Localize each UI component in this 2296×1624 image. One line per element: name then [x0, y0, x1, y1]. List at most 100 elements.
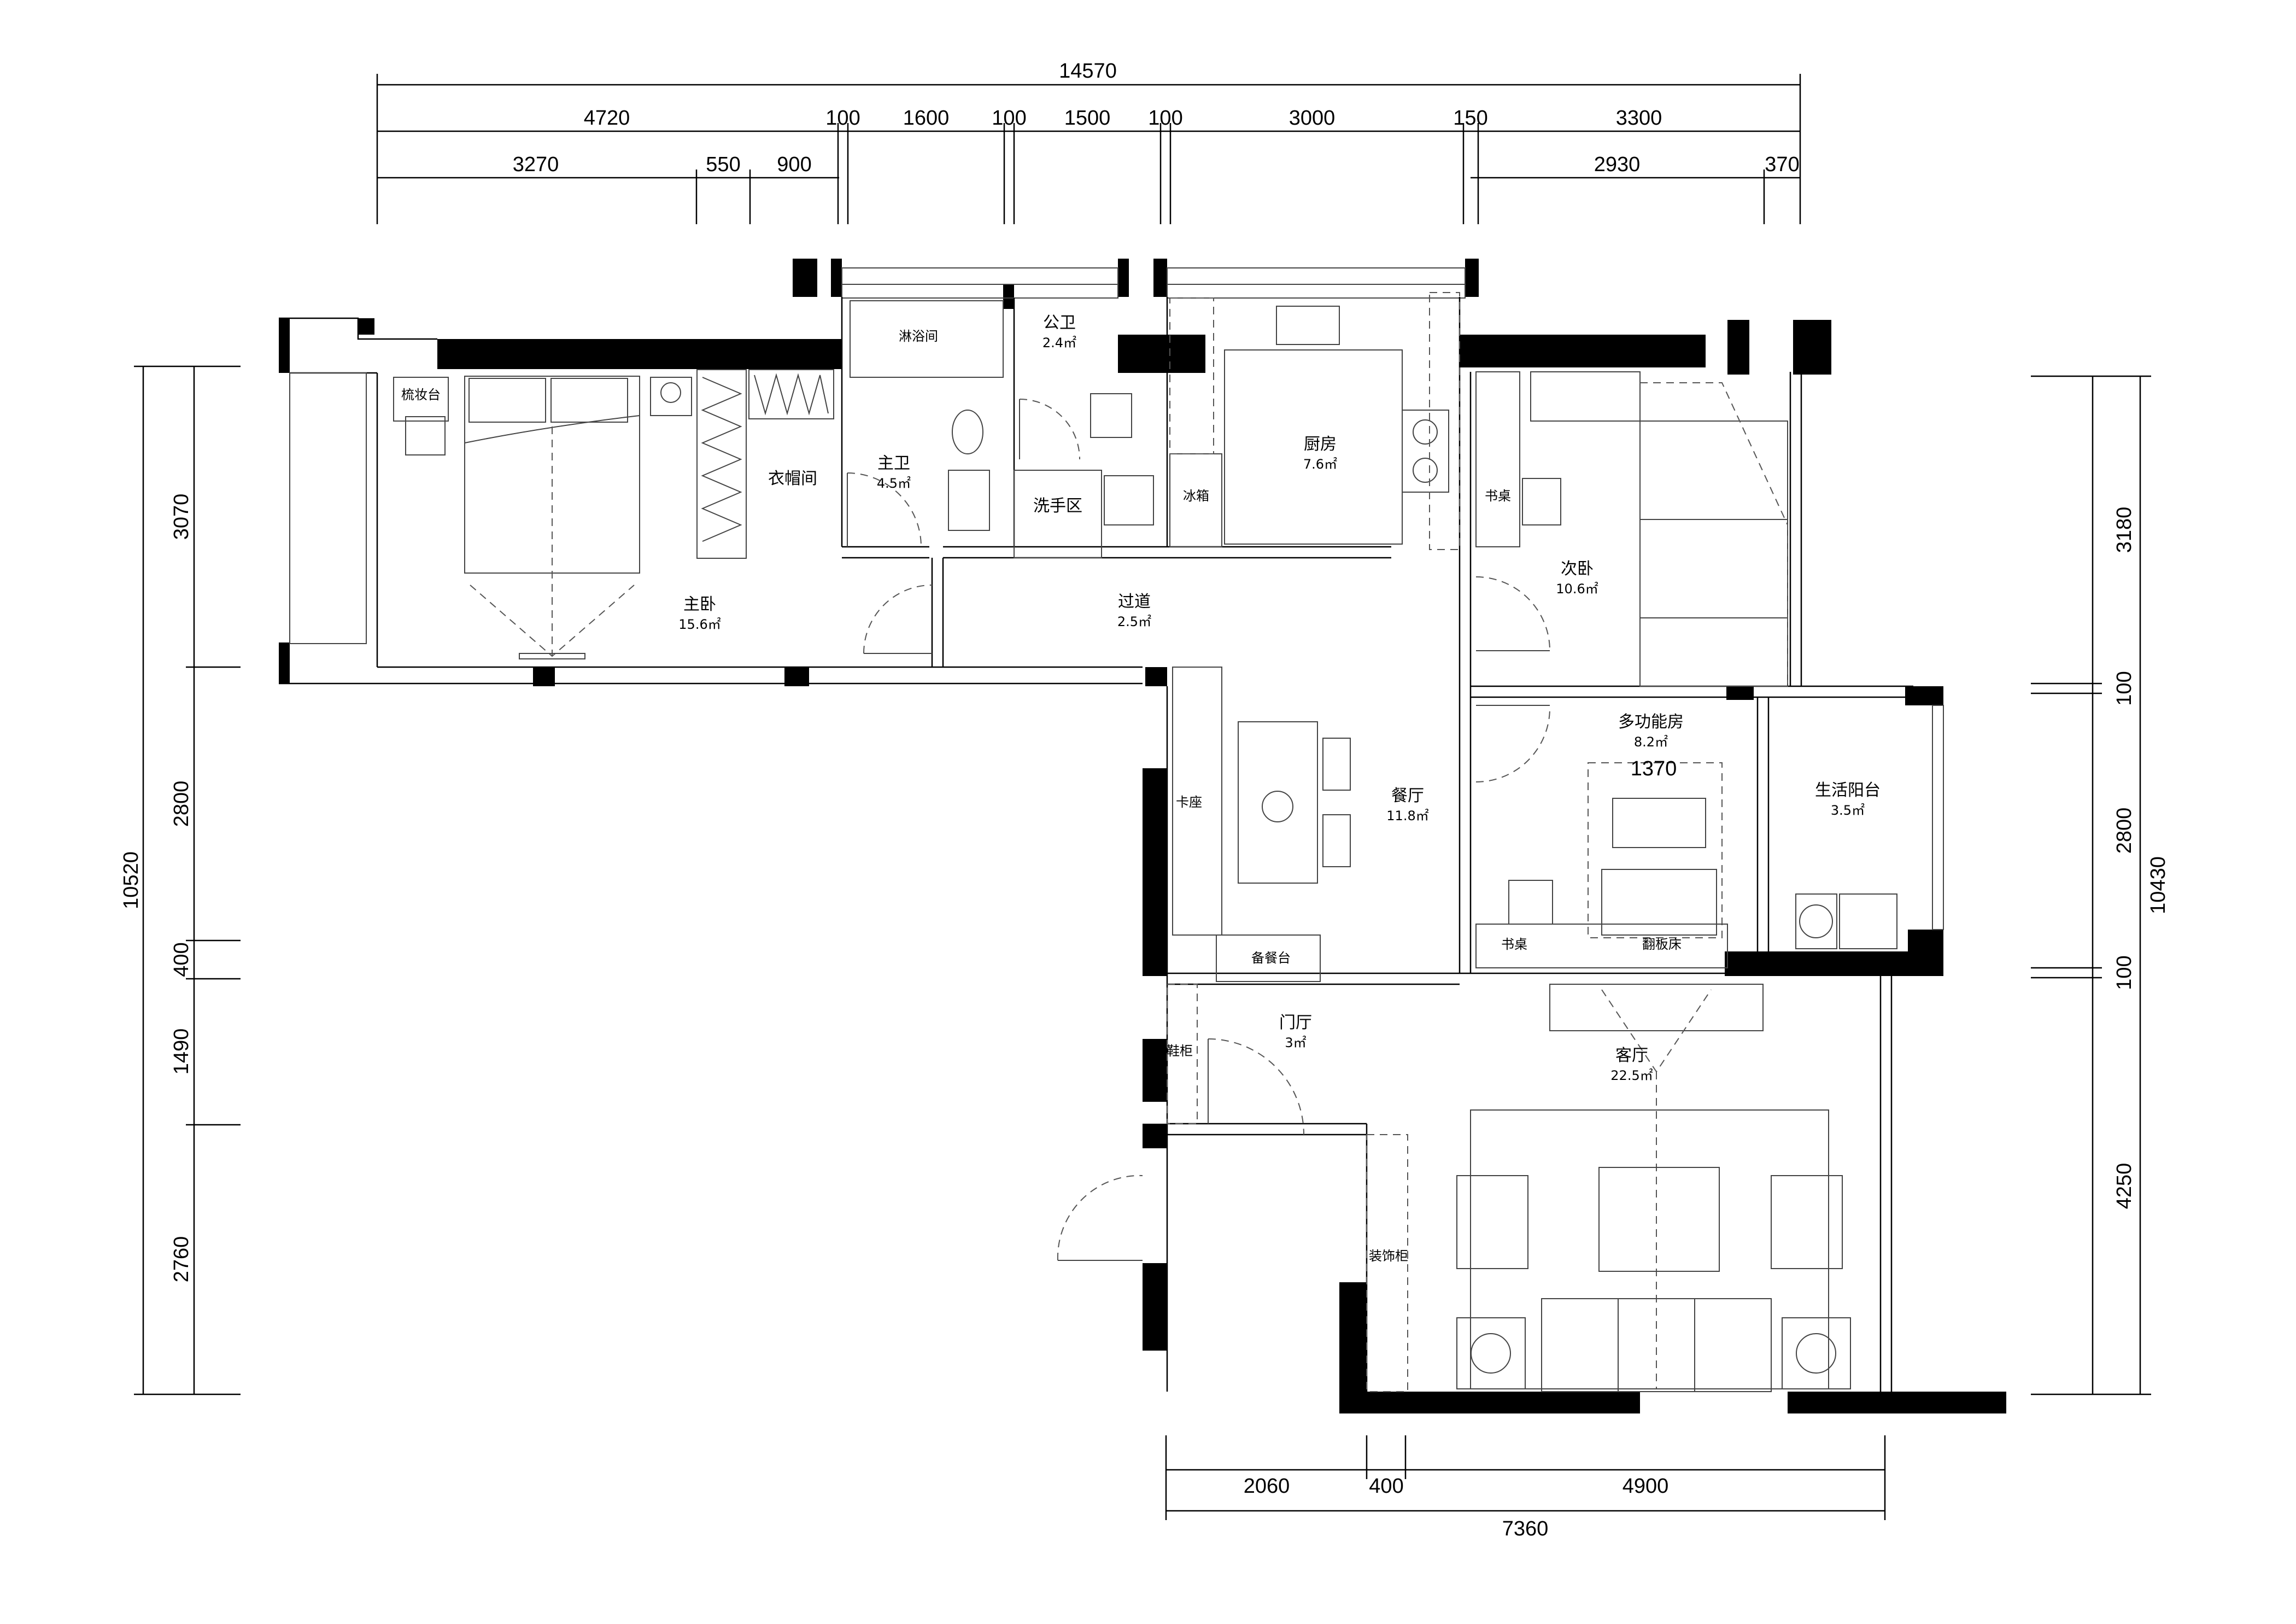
area-dining: 11.8㎡	[1386, 808, 1428, 823]
dining-chair-2	[1322, 814, 1351, 867]
wardrobe-vertical	[696, 369, 747, 559]
room-dining: 餐厅	[1391, 786, 1424, 805]
dim-top-total: 14570	[1059, 60, 1117, 83]
cooktop	[1402, 410, 1449, 493]
room-corridor: 过道	[1118, 592, 1151, 611]
dim-top-row2-4: 2930	[1594, 153, 1641, 176]
kitchen-sink	[1276, 306, 1340, 345]
dryer	[1839, 893, 1897, 949]
doors	[847, 399, 1550, 1261]
pillow-right	[550, 378, 628, 423]
booth-seat	[1172, 667, 1222, 936]
dim-top-9: 3300	[1616, 107, 1662, 130]
dim-bottom-total: 7360	[1502, 1517, 1549, 1540]
dim-right-2: 100	[2113, 671, 2136, 705]
room-master-bedroom: 主卧	[683, 595, 716, 614]
dim-left-3: 400	[170, 942, 193, 977]
wall-outlines	[279, 267, 1944, 1392]
area-corridor: 2.5㎡	[1117, 614, 1151, 629]
room-foyer: 门厅	[1279, 1013, 1312, 1032]
armchair-right	[1771, 1175, 1843, 1269]
chair-2nd	[1522, 478, 1561, 525]
bed-2nd	[1639, 420, 1788, 687]
area-living: 22.5㎡	[1610, 1068, 1653, 1083]
tv-cabinet	[1549, 984, 1764, 1031]
dim-top-7: 3000	[1289, 107, 1336, 130]
dim-top-row2-2: 550	[706, 153, 740, 176]
dim-top-4: 100	[992, 107, 1026, 130]
desk-multi	[1475, 924, 1728, 968]
room-labels: 主卧 15.6㎡ 衣帽间 主卫 4.5㎡ 淋浴间 公卫 2.4㎡ 洗手区 冰箱 …	[678, 313, 1881, 1083]
room-master-bath: 主卫	[877, 454, 910, 473]
dim-left-1: 3070	[170, 494, 193, 540]
shower-area	[850, 300, 1004, 378]
left-dimensions: 10520 3070 2800 400 1490 2760	[120, 365, 241, 1395]
dim-top-2: 100	[825, 107, 860, 130]
coffee-table	[1598, 1167, 1720, 1272]
top-dimensions: 14570 4720 100 1600 100 1500 100 3000 15…	[376, 60, 1801, 224]
dim-top-row2-3: 900	[777, 153, 811, 176]
area-multi: 8.2㎡	[1634, 734, 1668, 750]
dim-right-3: 2800	[2113, 808, 2136, 854]
wardrobe-2nd	[1530, 371, 1641, 422]
dim-left-5: 2760	[170, 1236, 193, 1283]
dining-chair-1	[1322, 738, 1351, 791]
chair-multi	[1508, 880, 1553, 925]
furniture	[393, 292, 1897, 1392]
dim-right-4: 100	[2113, 955, 2136, 990]
label-booth-seat: 卡座	[1176, 795, 1202, 810]
label-murphy-bed: 翻板床	[1642, 937, 1682, 952]
desk-2nd	[1475, 371, 1520, 547]
dim-right-total: 10430	[2147, 856, 2170, 914]
toilet-master	[952, 410, 983, 454]
room-multi: 多功能房	[1618, 712, 1684, 732]
wardrobe-horizontal	[748, 369, 834, 419]
label-desk-multi: 书桌	[1501, 937, 1527, 952]
rug	[1470, 1109, 1829, 1389]
area-utility-balcony: 3.5㎡	[1831, 803, 1865, 818]
label-sideboard: 备餐台	[1251, 950, 1291, 966]
label-desk-2nd: 书桌	[1485, 488, 1511, 504]
fixture-labels: 梳妆台 书桌 书桌 卡座 备餐台 鞋柜 翻板床 装饰柜 1370	[401, 387, 1682, 1264]
display-cabinet	[1366, 1134, 1408, 1392]
washing-machine	[1795, 893, 1837, 949]
side-table-right	[1782, 1317, 1851, 1389]
walls	[279, 259, 2006, 1413]
dining-table	[1238, 721, 1318, 884]
label-vanity: 梳妆台	[401, 387, 441, 402]
squat-toilet	[1090, 393, 1132, 438]
flower-icon	[1262, 791, 1293, 822]
dim-left-total: 10520	[120, 851, 143, 909]
dim-right-1: 3180	[2113, 507, 2136, 553]
label-shoe-cabinet: 鞋柜	[1167, 1043, 1193, 1059]
murphy-bed-area	[1588, 762, 1723, 938]
room-walk-in-closet: 衣帽间	[768, 469, 817, 488]
nightstand	[650, 377, 692, 416]
area-master-bedroom: 15.6㎡	[678, 617, 721, 632]
bottom-dimensions: 2060 400 4900 7360	[1165, 1435, 1886, 1540]
dim-bottom-2: 400	[1369, 1475, 1403, 1498]
pillow-left	[468, 378, 546, 423]
vanity-chair	[405, 416, 446, 455]
dim-top-6: 100	[1148, 107, 1182, 130]
room-shower: 淋浴间	[899, 329, 938, 344]
right-dimensions: 3180 100 2800 100 4250 10430	[2031, 375, 2170, 1395]
label-display-cabinet: 装饰柜	[1369, 1248, 1408, 1264]
room-public-bath: 公卫	[1043, 313, 1076, 332]
dim-bottom-3: 4900	[1623, 1475, 1669, 1498]
sofa	[1541, 1298, 1772, 1392]
murphy-bed	[1601, 869, 1717, 936]
dim-left-2: 2800	[170, 781, 193, 827]
area-public-bath: 2.4㎡	[1042, 335, 1076, 350]
dim-right-5: 4250	[2113, 1163, 2136, 1210]
room-wash-area: 洗手区	[1033, 496, 1082, 516]
room-kitchen: 厨房	[1304, 435, 1337, 454]
tv-master	[519, 653, 585, 659]
dim-top-8: 150	[1453, 107, 1487, 130]
master-bed	[464, 376, 640, 574]
vanity-table	[393, 377, 449, 422]
dim-bottom-1: 2060	[1244, 1475, 1290, 1498]
area-foyer: 3㎡	[1285, 1035, 1306, 1050]
dim-top-row2-5: 370	[1765, 153, 1799, 176]
room-second-bedroom: 次卧	[1561, 559, 1594, 579]
